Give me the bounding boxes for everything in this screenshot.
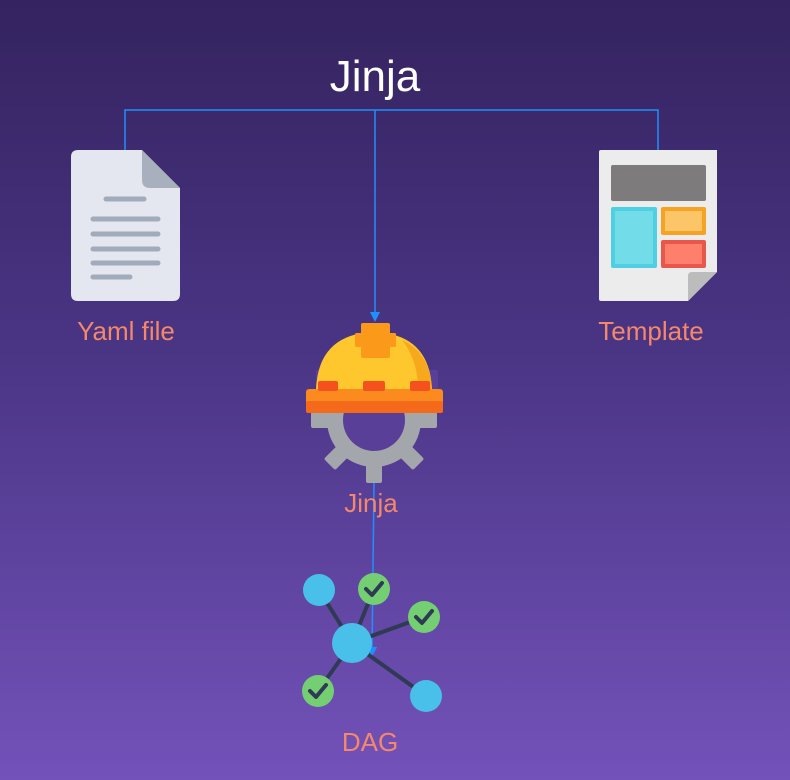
connector-jinja-to-dag (367, 481, 378, 657)
connector-template-to-jinja (375, 109, 659, 150)
network-graph-icon (302, 573, 442, 712)
hardhat-gear-icon (306, 323, 443, 483)
diagram-title: Jinja (329, 52, 421, 101)
node-label-yaml-file: Yaml file (77, 316, 175, 346)
layout-template-icon (599, 150, 717, 301)
node-label-jinja: Jinja (344, 488, 398, 518)
connectors (124, 109, 659, 657)
document-icon (71, 150, 180, 301)
node-label-dag: DAG (341, 727, 399, 757)
connector-yaml-to-jinja (124, 109, 375, 150)
node-label-template: Template (598, 316, 704, 346)
